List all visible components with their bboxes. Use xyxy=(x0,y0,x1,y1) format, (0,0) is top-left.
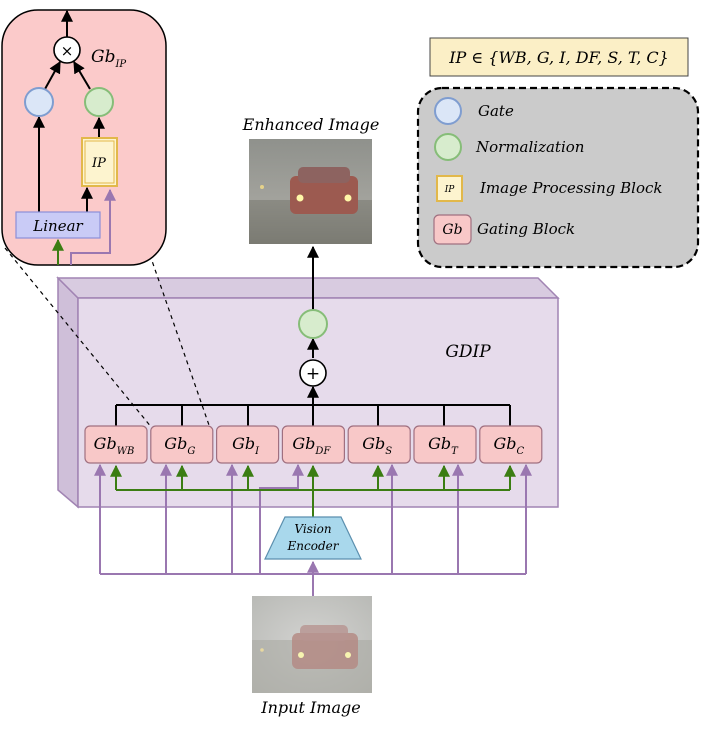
legend-ip-icon xyxy=(436,175,463,202)
gb-ip-title: GbIP xyxy=(91,47,126,70)
plus-symbol: + xyxy=(306,364,320,384)
legend-gate-icon xyxy=(434,97,462,125)
gating-block-label: GbT xyxy=(428,434,459,457)
legend-gate-label: Gate xyxy=(478,102,514,120)
gating-block-label: GbI xyxy=(232,434,260,457)
linear-block xyxy=(15,211,101,239)
gating-block-label: GbG xyxy=(164,434,195,457)
legend-gb-symbol: Gb xyxy=(442,222,462,238)
gating-blocks-row: GbWB GbG GbI GbDF GbS GbT GbC xyxy=(84,425,543,464)
encoder-label-line1: Vision xyxy=(294,522,331,536)
input-routing-lines xyxy=(94,463,532,596)
legend-normalization-label: Normalization xyxy=(475,138,584,156)
gating-block-label: GbDF xyxy=(292,434,331,457)
gating-block-wb: GbWB xyxy=(84,425,148,464)
gate-node xyxy=(24,87,54,117)
ip-block-label: IP xyxy=(91,156,106,171)
gating-block-s: GbS xyxy=(347,425,411,464)
gating-block-t: GbT xyxy=(413,425,477,464)
legend-normalization-icon xyxy=(434,133,462,161)
gating-block-label: GbS xyxy=(362,434,392,457)
linear-label: Linear xyxy=(32,217,83,235)
enhanced-image-caption: Enhanced Image xyxy=(242,115,380,134)
legend-ip-label: Image Processing Block xyxy=(479,179,662,197)
gating-block-g: GbG xyxy=(150,425,214,464)
enhanced-image: Enhanced Image xyxy=(242,115,380,244)
input-image: Input Image xyxy=(252,596,372,717)
legend-gb-label: Gating Block xyxy=(477,220,575,238)
normalization-node-detail xyxy=(84,87,114,117)
ip-block xyxy=(81,137,118,187)
output-routing-lines xyxy=(115,245,511,426)
gating-block-detail: × GbIP IP Linear xyxy=(1,9,167,266)
multiply-node xyxy=(53,36,81,64)
normalization-node xyxy=(298,309,328,339)
set-definition-box: IP ∈ {WB, G, I, DF, S, T, C} xyxy=(429,37,689,77)
sum-node: + xyxy=(299,359,327,387)
gating-block-df: GbDF xyxy=(281,425,345,464)
gdip-label: GDIP xyxy=(445,342,491,362)
zoom-connector-left xyxy=(4,247,153,429)
encoder-label-line2: Encoder xyxy=(287,539,340,553)
gating-block-c: GbC xyxy=(479,425,543,464)
zoom-connector-right xyxy=(141,231,211,429)
gating-block-label: GbWB xyxy=(94,434,135,457)
times-symbol: × xyxy=(61,42,74,60)
vision-encoder: Vision Encoder xyxy=(264,516,362,560)
set-definition: IP ∈ {WB, G, I, DF, S, T, C} xyxy=(448,48,669,67)
legend-gb-icon xyxy=(433,214,472,245)
gating-block-label: GbC xyxy=(493,434,524,457)
input-image-caption: Input Image xyxy=(260,698,360,717)
legend-ip-symbol: IP xyxy=(444,185,456,195)
encoder-routing-lines xyxy=(110,464,516,517)
legend: Gate Normalization IP Image Processing B… xyxy=(416,86,700,269)
gating-block-i: GbI xyxy=(216,425,280,464)
